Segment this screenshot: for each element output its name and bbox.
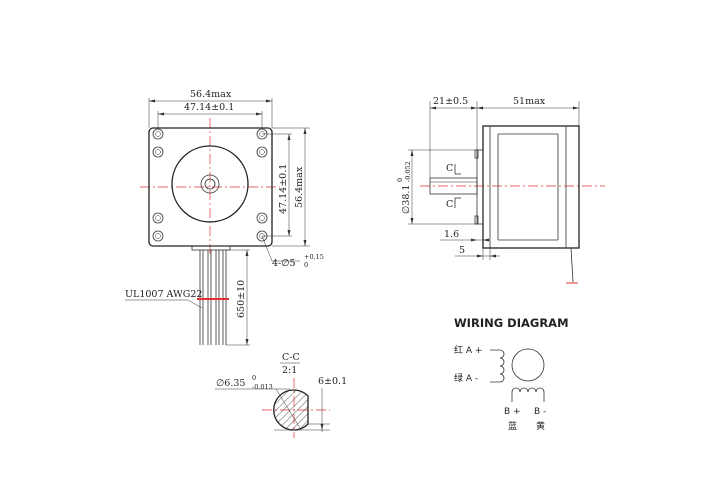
hole-spacing-label: 47.14±0.1 [184,102,234,113]
shaft-length-label: 21±0.5 [433,96,468,107]
shaft-outer [200,174,220,194]
mount-hole-bl1 [152,212,164,224]
wiring-diagram: WIRING DIAGRAM 红 A + 绿 A - B + B - 蓝 黄 [454,316,569,432]
mount-hole-callout: 4-∅5 [272,258,296,269]
pilot-diameter-label: ∅38.1 [401,185,412,214]
shaft-tol-upper: 0 [252,374,256,382]
mount-hole-ml [152,146,164,158]
mount-hole-tol-lower: 0 [304,261,308,269]
wire-a-plus: 红 A + [454,344,482,356]
width-max-label: 56.4max [190,89,232,100]
shaft-diameter-label: ∅6.35 [216,378,245,389]
pilot-tol-upper: 0 [396,178,404,182]
section-title: C-C [282,352,300,363]
shaft-section [273,389,309,431]
hole-spacing-v-label: 47.14±0.1 [278,164,289,214]
pilot-boss [171,145,249,223]
wire-b-plus: B + [504,407,521,417]
front-view: 56.4max 47.14±0.1 47.14±0.1 56.4max 4-∅5… [125,89,324,346]
lead-wires [199,250,227,345]
coil-b [511,387,545,402]
shaft-end [204,178,216,190]
wire-a-minus: 绿 A - [454,372,478,384]
motor-symbol [511,348,545,382]
pilot-side [476,149,484,225]
wire-b-minus: B - [534,407,546,417]
motor-body-side [482,125,580,249]
section-mark-top: C [446,163,453,174]
section-mark-bottom: C [446,199,453,210]
cable-spec-label: UL1007 AWG22 [125,289,202,300]
pilot-tol-lower: -0.052 [404,161,412,182]
wire-b-minus-color: 黄 [536,420,545,432]
shaft-tol-lower: -0.013 [252,383,273,391]
side-view: C C 21±0.5 51max ∅38.1 0 -0.052 1.6 [396,96,605,284]
mount-hole-tl [152,128,164,140]
flange-thickness-label: 5 [459,245,465,256]
lead-length-label: 650±10 [236,280,247,318]
shaft-side [429,177,478,195]
mount-hole-tol-upper: +0.15 [304,253,324,261]
mount-hole-mr [256,146,268,158]
height-max-label: 56.4max [294,166,305,208]
pilot-height-label: 1.6 [444,229,459,240]
coil-a [490,349,505,383]
section-scale: 2:1 [282,365,297,376]
body-length-label: 51max [513,96,546,107]
rear-lead [570,247,574,283]
mount-hole-bl2 [152,230,164,242]
mount-hole-br1 [256,212,268,224]
section-view: C-C 2:1 ∅6.35 0 -0.013 6±0.1 [215,352,347,438]
wiring-title: WIRING DIAGRAM [454,316,569,330]
flat-dimension-label: 6±0.1 [318,376,347,387]
wire-b-plus-color: 蓝 [508,420,517,432]
